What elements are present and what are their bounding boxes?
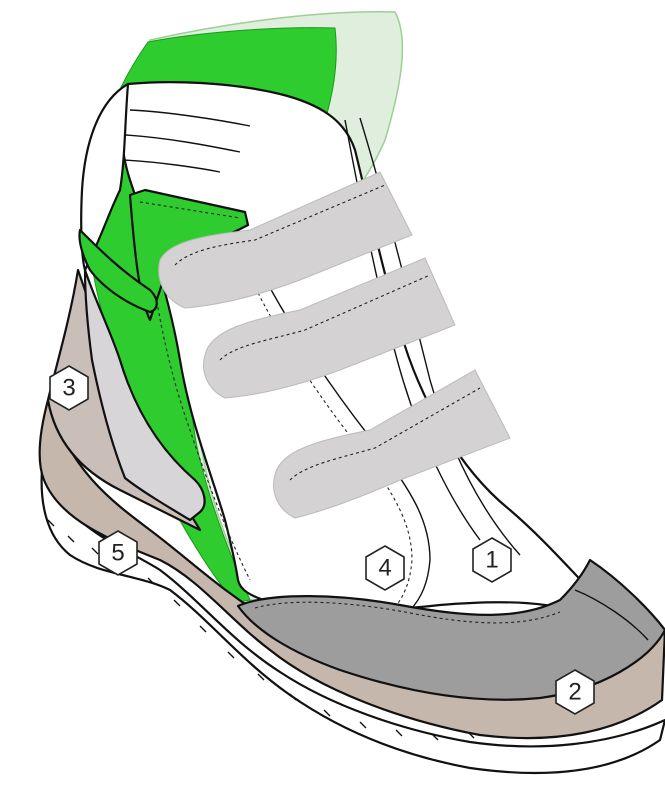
callout-3-label: 3 xyxy=(62,375,75,402)
callout-4-label: 4 xyxy=(378,555,391,582)
callout-5-label: 5 xyxy=(111,540,124,567)
callout-2-label: 2 xyxy=(568,679,581,706)
callout-1-label: 1 xyxy=(485,547,498,574)
